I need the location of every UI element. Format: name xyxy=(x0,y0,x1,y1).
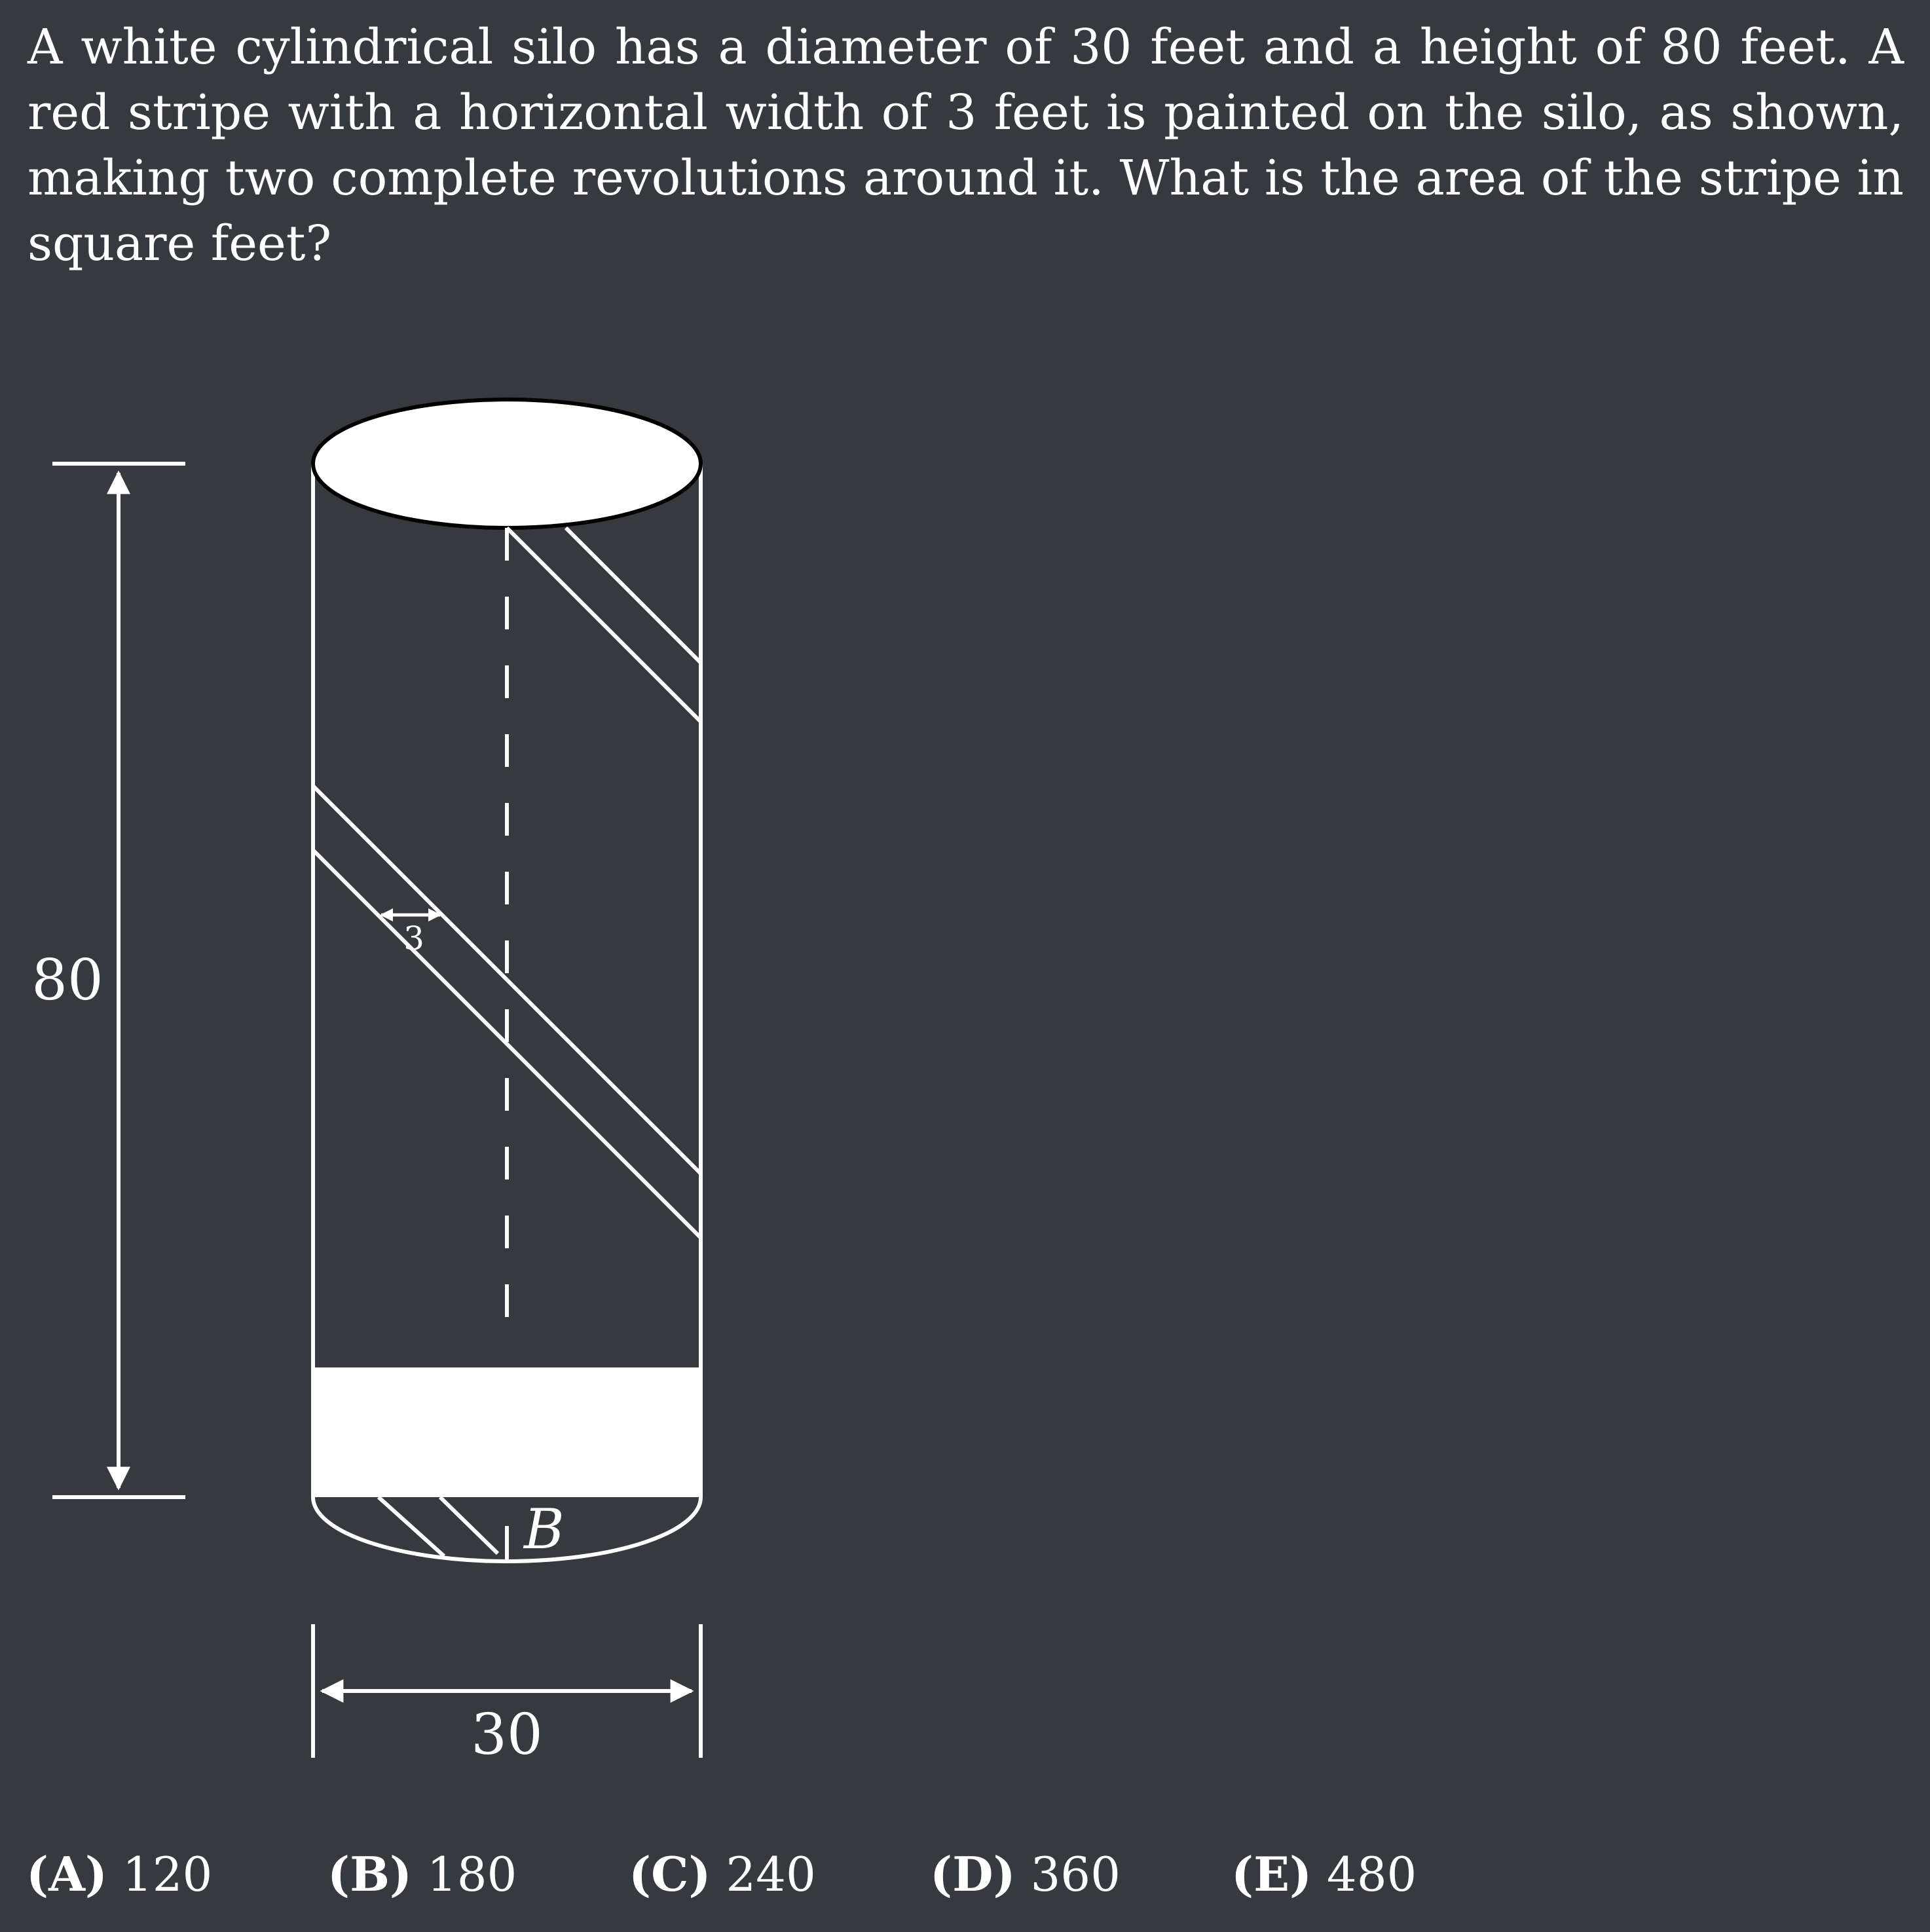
stripe-middle-edge-2 xyxy=(311,848,703,1240)
point-b-label: B xyxy=(523,1497,565,1561)
choice-e-value: 480 xyxy=(1326,1847,1417,1902)
height-dimension: 80 xyxy=(26,462,185,1499)
choice-b-value: 180 xyxy=(426,1847,517,1902)
stripe-middle-edge-1 xyxy=(311,784,703,1176)
choice-e[interactable]: (E) 480 xyxy=(1231,1842,1417,1907)
choice-d[interactable]: (D) 360 xyxy=(930,1842,1121,1907)
choice-b-letter: (B) xyxy=(327,1846,412,1902)
diameter-label: 30 xyxy=(471,1702,542,1768)
stripe-upper-edge-1 xyxy=(505,526,703,724)
height-label: 80 xyxy=(31,948,103,1013)
choice-a-letter: (A) xyxy=(26,1846,107,1902)
stripe-bottom-edge-1 xyxy=(377,1495,446,1558)
stripe-bottom-edge-2 xyxy=(438,1495,500,1555)
diameter-dimension: 30 xyxy=(311,1624,703,1768)
choice-c[interactable]: (C) 240 xyxy=(629,1842,816,1907)
stripe-width-label: 3 xyxy=(403,920,424,957)
height-label-background xyxy=(26,943,105,1022)
silo-bottom-band xyxy=(313,1367,701,1497)
choice-d-value: 360 xyxy=(1030,1847,1121,1902)
choice-a-value: 120 xyxy=(122,1847,213,1902)
answer-choices: (A) 120 (B) 180 (C) 240 (D) 360 (E) 480 xyxy=(26,1842,1467,1907)
stripe-upper-edge-2 xyxy=(564,526,703,665)
silo: 3 B xyxy=(311,398,703,1563)
silo-top-ellipse xyxy=(311,398,703,530)
choice-e-letter: (E) xyxy=(1231,1846,1312,1902)
choice-d-letter: (D) xyxy=(930,1846,1016,1902)
question-text: A white cylindrical silo has a diameter … xyxy=(28,19,1904,272)
choice-c-letter: (C) xyxy=(629,1846,711,1902)
choice-b[interactable]: (B) 180 xyxy=(327,1842,517,1907)
choice-c-value: 240 xyxy=(726,1847,816,1902)
choice-a[interactable]: (A) 120 xyxy=(26,1842,212,1907)
